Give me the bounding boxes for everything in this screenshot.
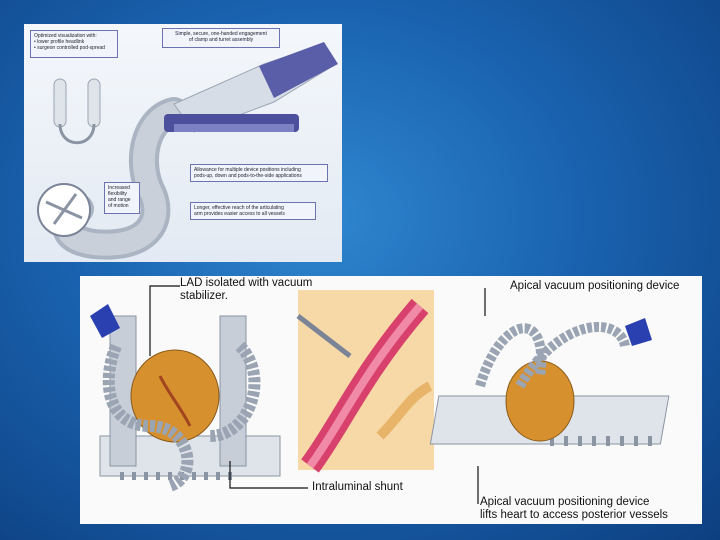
callout-visualization: Optimized visualization with: • lower pr… [30,30,118,58]
callout-text: Simple, secure, one-handed engagement [175,31,267,37]
label-text: stabilizer. [180,290,228,302]
callout-text: Increased [108,185,130,191]
label-text: lifts heart to access posterior vessels [480,509,668,521]
callout-text: Longer, effective reach of the articulat… [194,205,284,211]
callout-flexibility: Increased flexibility and range of motio… [104,182,140,214]
callout-text: Allowance for multiple device positions … [194,167,301,173]
label-lifts-heart: Apical vacuum positioning device lifts h… [480,496,700,522]
callout-text: arm provides easier access to all vessel… [194,211,285,217]
callout-text: and range [108,197,131,203]
callout-text: of motion [108,203,129,209]
callout-text: pods-up, down and pods-to-the-side appli… [194,173,302,179]
label-apical-device: Apical vacuum positioning device [510,280,680,292]
stabilizer-device-drawing [37,42,338,260]
label-text: Apical vacuum positioning device [480,496,650,508]
callout-text: • lower profile headlink [34,39,85,45]
label-intraluminal-shunt: Intraluminal shunt [312,481,403,493]
stabilizer-device-illustration: Optimized visualization with: • lower pr… [24,24,342,262]
callout-text: Optimized visualization with: [34,33,97,39]
callout-engagement: Simple, secure, one-handed engagement of… [162,28,280,48]
label-text: LAD isolated with vacuum [180,277,313,289]
callout-reach: Longer, effective reach of the articulat… [190,202,316,220]
surgery-drawing [90,285,670,504]
callout-text: • surgeon controlled pod-spread [34,45,105,51]
cardiac-surgery-illustration: LAD isolated with vacuum stabilizer. Api… [80,276,702,524]
callout-text: flexibility [108,191,127,197]
callout-text: of clamp and turret assembly [188,37,254,43]
callout-positions: Allowance for multiple device positions … [190,164,328,182]
label-lad-isolated: LAD isolated with vacuum stabilizer. [180,277,340,303]
